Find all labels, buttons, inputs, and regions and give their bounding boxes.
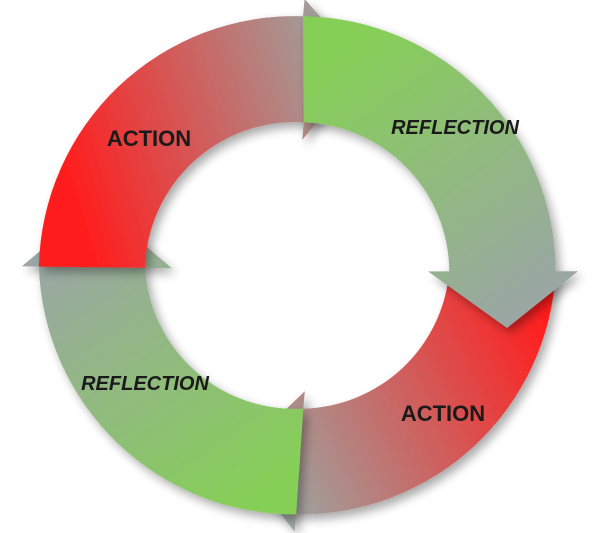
reflection-label-bottom-left: REFLECTION	[81, 373, 209, 395]
action-label-bottom-right: ACTION	[401, 401, 485, 426]
action-arrow-top-left	[38, 0, 364, 268]
reflection-arrow-right	[303, 16, 578, 328]
reflection-arrow-left	[22, 204, 304, 515]
action-label-top-left: ACTION	[107, 126, 191, 151]
action-arrow-bottom-right	[236, 271, 556, 532]
reflection-label-top-right: REFLECTION	[391, 117, 519, 139]
